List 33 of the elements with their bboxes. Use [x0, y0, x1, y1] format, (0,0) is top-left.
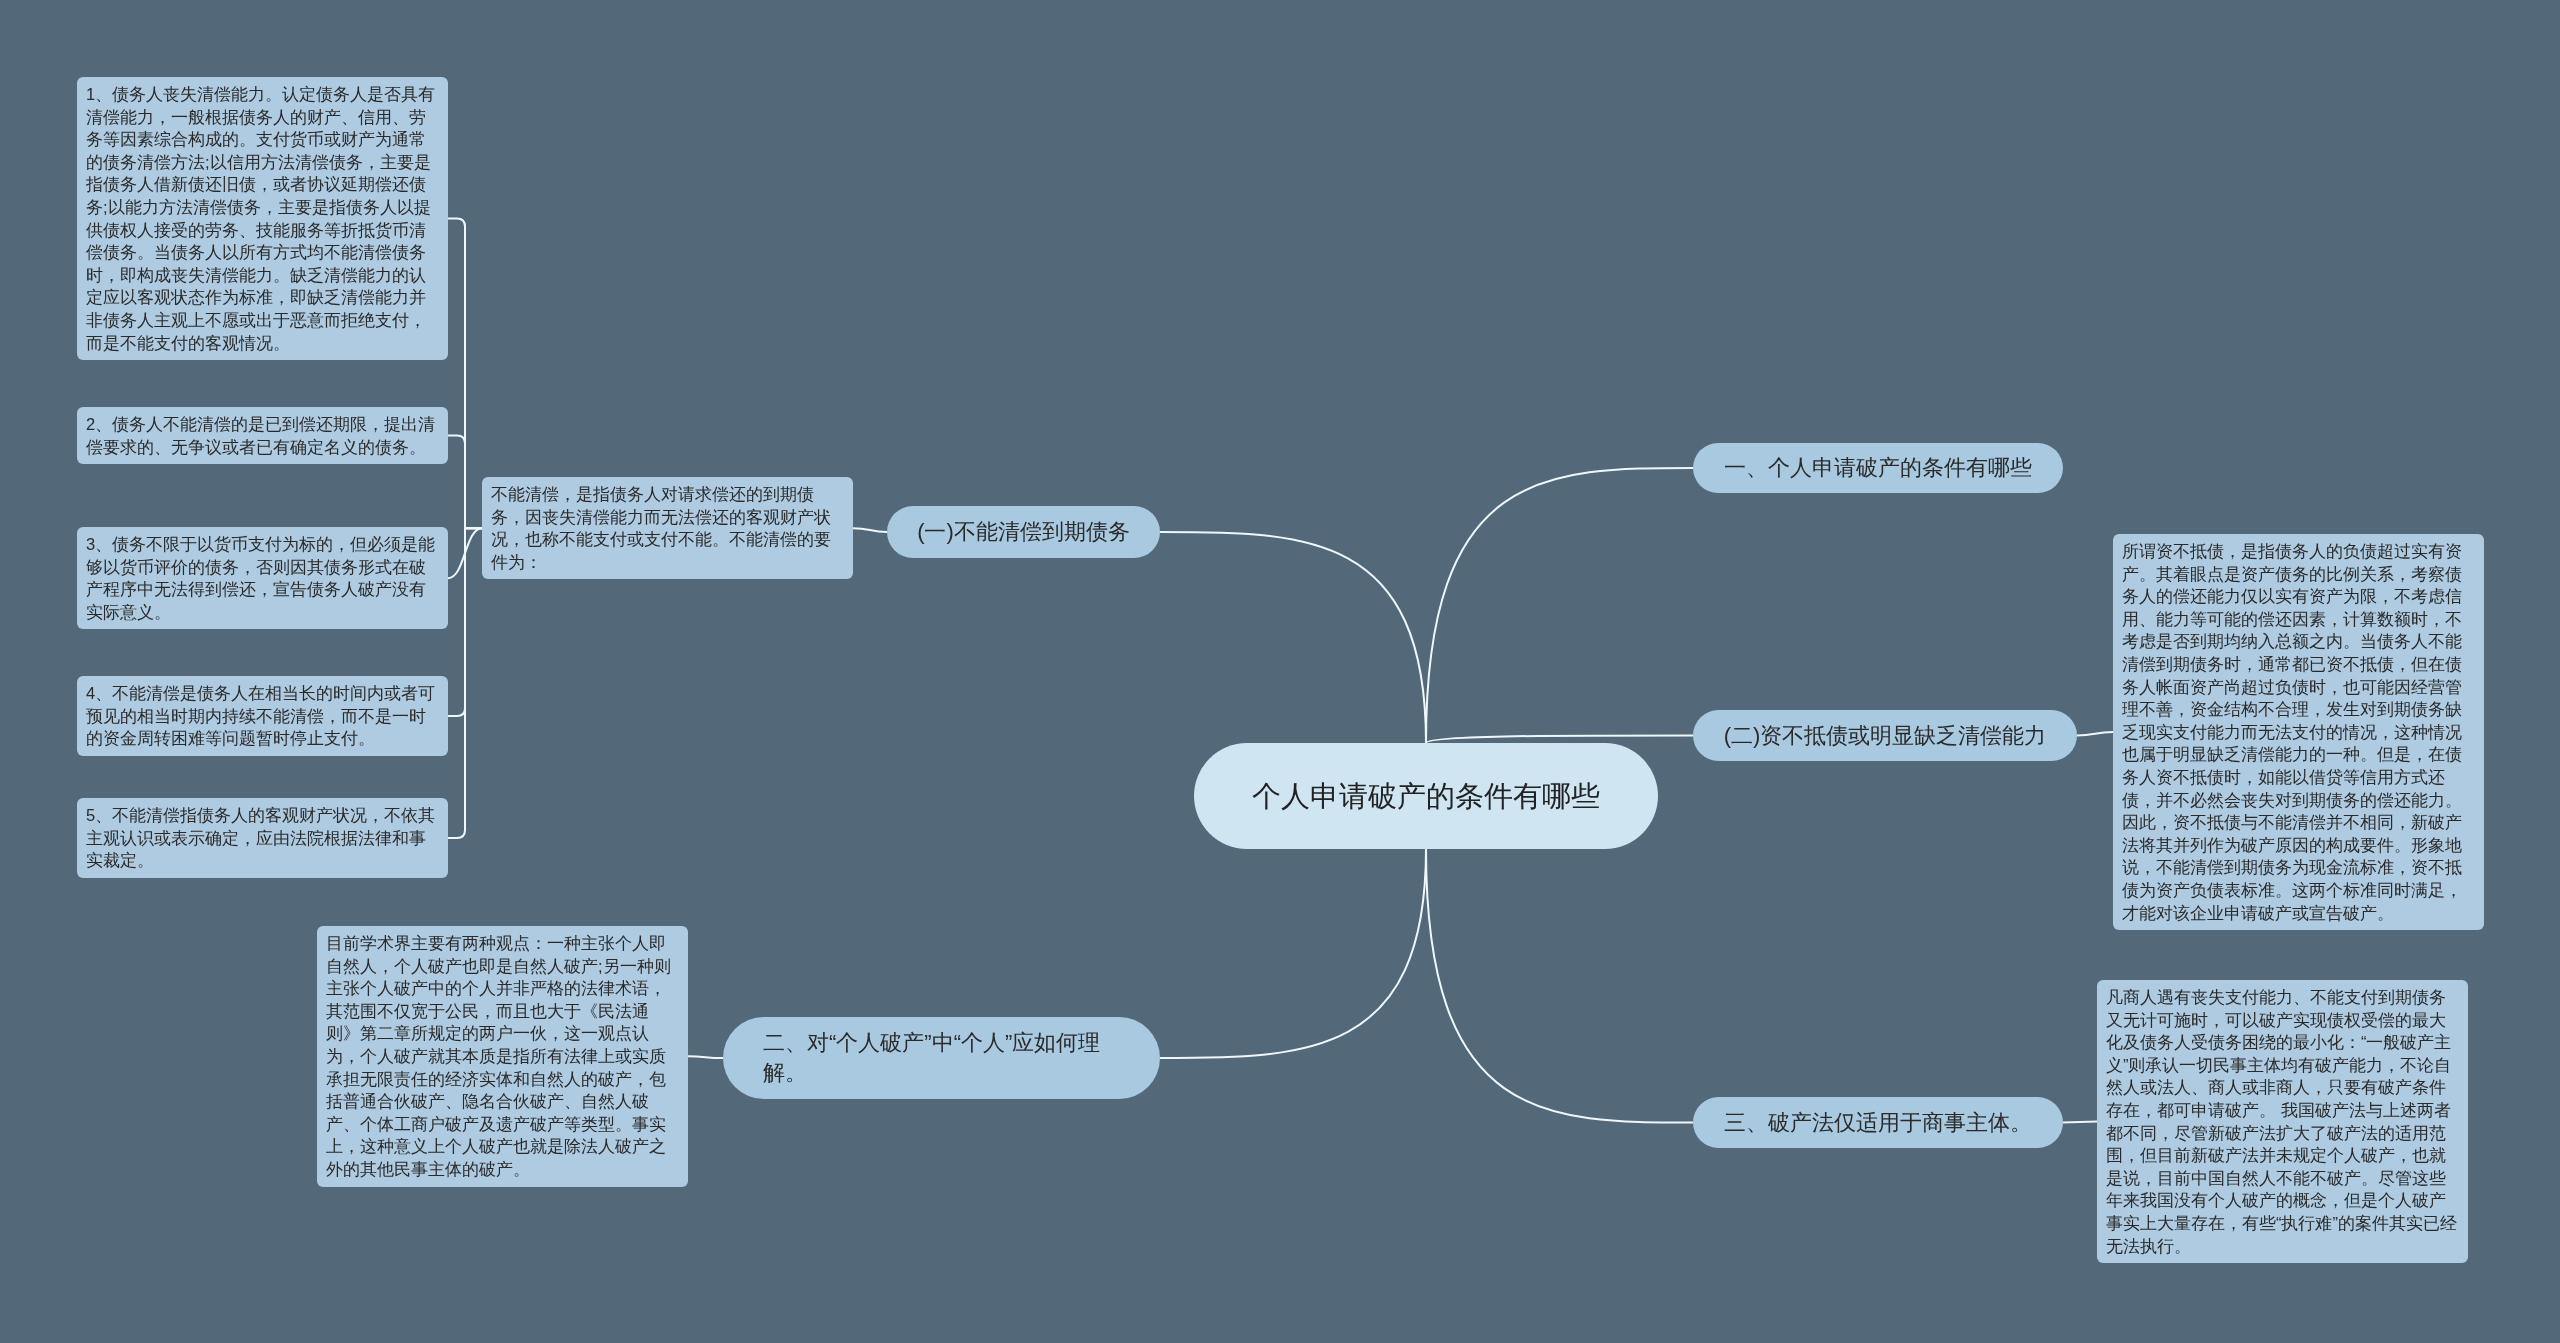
connector-line: [1159, 531, 1427, 744]
note-card: [77, 798, 448, 878]
connector-line: [2076, 731, 2114, 737]
topic-text: 二、对“个人破产”中“个人”应如何理解。: [763, 1029, 1102, 1087]
branch-topic: [887, 506, 1160, 558]
topic-text: 凡商人遇有丧失支付能力、不能支付到期债务又无计可施时，可以破产实现债权受偿的最大化及债务人受债务困绕的最小化：“一般破产主义”则承认一切民事主体均有破产能力，不论自然人或法人、商人或非商人，只要有破产条件存在，都可申请破产。 我国破产法与上述两者都不同，尽管新破产法扩大了破产法的适用范围，但目前新破产法并未规定个人破产，也就是说，目前中国自然人不能不破产。尽管这些年来我国没有个人破产的概念，但是个人破产事实上大量存在，有些“执行难”的案件其实已经无法执行。: [2106, 987, 2458, 1257]
topic-text: (二)资不抵债或明显缺乏清偿能力: [1723, 721, 2047, 750]
topic-text: 三、破产法仅适用于商事主体。: [1724, 1108, 2032, 1137]
topic-text: 1、债务人丧失清偿能力。认定债务人是否具有清偿能力，一般根据债务人的财产、信用、劳务等因素综合构成的。支付货币或财产为通常的债务清偿方法;以信用方法清偿债务，主要是指债务人借新债还旧债，或者协议延期偿还债务;以能力方法清偿债务，主要是指债务人以提供债权人接受的劳务、技能服务等折抵货币清偿债务。当债务人以所有方式均不能清偿债务时，即构成丧失清偿能力。缺乏清偿能力的认定应以客观状态作为标准，即缺乏清偿能力并非债务人主观上不愿或出于恶意而拒绝支付，而是不能支付的客观情况。: [86, 84, 437, 354]
topic-text: 3、债务不限于以货币支付为标的，但必须是能够以货币评价的债务，否则因其债务形式在破产程序中无法得到偿还，宣告债务人破产没有实际意义。: [86, 534, 437, 623]
connector-line: [447, 527, 483, 839]
connector-line: [447, 527, 483, 580]
topic-text: 2、债务人不能清偿的是已到偿还期限，提出清偿要求的、无争议或者已有确定名义的债务。: [86, 414, 437, 458]
connector-line: [1159, 848, 1427, 1059]
connector-line: [2062, 1120, 2098, 1124]
note-card: [77, 527, 448, 630]
branch-topic: [1693, 1097, 2063, 1148]
connector-line: [687, 1055, 724, 1059]
topic-text: 5、不能清偿指债务人的客观财产状况，不依其主观认识或表示确定，应由法院根据法律和事实裁定。: [86, 805, 437, 872]
note-card: [77, 676, 448, 756]
note-card: [482, 477, 853, 580]
topic-text: 不能清偿，是指债务人对请求偿还的到期债务，因丧失清偿能力而无法偿还的客观财产状况，也称不能支付或支付不能。不能清偿的要件为：: [491, 484, 832, 573]
branch-topic: [1693, 710, 2077, 761]
topic-text: 目前学术界主要有两种观点：一种主张个人即自然人，个人破产也即是自然人破产;另一种则主张个人破产中的个人并非严格的法律术语，其范围不仅宽于公民，而且也大于《民法通则》第二章所规定的两户一伙，这一观点认为，个人破产就其本质是指所有法律上或实质承担无限责任的经济实体和自然人的破产，包括普通合伙破产、隐名合伙破产、自然人破产、个体工商户破产及遗产破产等类型。事实上，这种意义上个人破产也就是除法人破产之外的其他民事主体的破产。: [326, 933, 672, 1180]
topic-text: 所谓资不抵债，是指债务人的负债超过实有资产。其着眼点是资产债务的比例关系，考察债务人的偿还能力仅以实有资产为限，不考虑信用、能力等可能的偿还因素，计算数额时，不考虑是否到期均纳入总额之内。当债务人不能清偿到期债务时，通常都已资不抵债，但在债务人帐面资产尚超过负债时，也可能因经营管理不善，资金结构不合理，发生对到期债务缺乏现实支付能力而无法支付的情况，这种情况也属于明显缺乏清偿能力的一种。但是，在债务人资不抵债时，如能以借贷等信用方式还债，并不必然会丧失对到期债务的偿还能力。因此，资不抵债与不能清偿并不相同，新破产法将其并列作为破产原因的构成要件。形象地说，不能清偿到期债务为现金流标准，资不抵债为资产负债表标准。这两个标准同时满足，才能对该企业申请破产或宣告破产。: [2122, 541, 2463, 924]
topic-text: (一)不能清偿到期债务: [917, 518, 1130, 546]
connector-line: [852, 527, 888, 533]
branch-topic: [1693, 443, 2063, 493]
topic-text: 个人申请破产的条件有哪些: [1252, 779, 1600, 814]
note-card: [77, 407, 448, 465]
topic-text: 4、不能清偿是债务人在相当长的时间内或者可预见的相当时期内持续不能清偿，而不是一时的资金周转困难等问题暂时停止支付。: [86, 683, 437, 750]
connector-line: [1425, 734, 1694, 744]
topic-text: 一、个人申请破产的条件有哪些: [1724, 454, 2032, 482]
